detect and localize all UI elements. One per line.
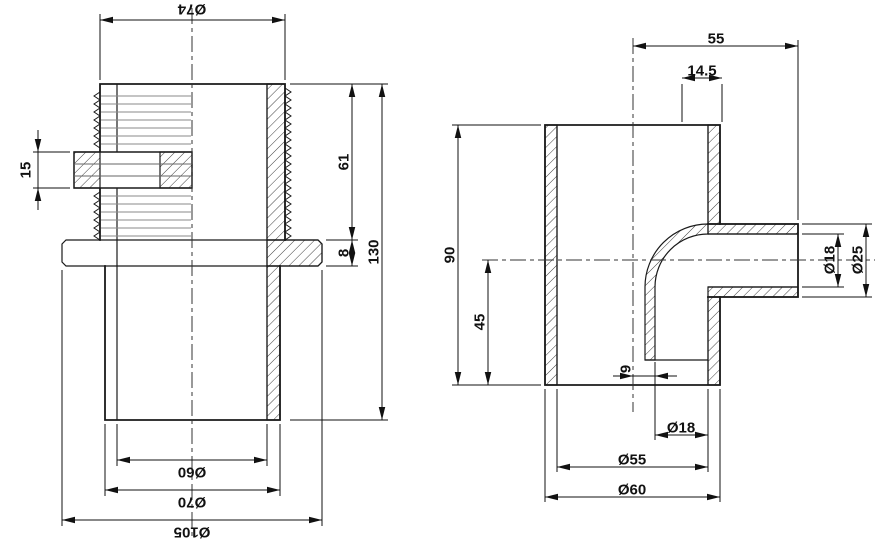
right-part-geometry bbox=[544, 124, 799, 386]
left-flange-section bbox=[266, 239, 323, 267]
right-wall-left bbox=[544, 124, 558, 386]
dim-label-spigot-od: Ø25 bbox=[850, 246, 867, 274]
ext-lines-left bbox=[452, 124, 541, 386]
left-part-view: Ø74 15 61 8 130 Ø60 Ø70 Ø105 bbox=[18, 1, 388, 541]
dim-label-thread-length: 61 bbox=[336, 154, 353, 171]
dim-label-flange-thickness: 8 bbox=[336, 249, 353, 257]
dim-label-overall-height: 130 bbox=[366, 239, 383, 264]
locknut-facet-lines bbox=[74, 163, 192, 177]
locknut-section-right bbox=[159, 151, 193, 189]
thread-teeth-left-lower bbox=[93, 191, 101, 241]
left-wall-section-lower bbox=[266, 265, 281, 421]
ext-lines-right bbox=[290, 83, 388, 421]
internal-elbow bbox=[644, 223, 709, 361]
dim-label-top-offset: 14.5 bbox=[687, 63, 716, 80]
ext-lines-spigot-od bbox=[802, 223, 872, 298]
ext-lines-top-offset bbox=[681, 84, 723, 122]
spigot-wall-bottom bbox=[707, 286, 799, 298]
spigot-wall-top bbox=[707, 223, 799, 235]
left-part-dimensions bbox=[33, 14, 388, 526]
dim-label-overall-height: 90 bbox=[442, 247, 459, 264]
dim-label-pipe-od: Ø70 bbox=[178, 494, 206, 511]
dim-label-outlet-center-height: 45 bbox=[472, 314, 489, 331]
left-bore-lines bbox=[116, 84, 268, 420]
dim-label-bore: Ø60 bbox=[178, 464, 206, 481]
spigot-bore-lines bbox=[708, 233, 798, 288]
dim-label-inner-dia: Ø55 bbox=[618, 452, 646, 469]
ext-lines-bottom bbox=[544, 389, 721, 502]
dim-label-top-od: Ø74 bbox=[177, 1, 206, 18]
right-part-dimensions bbox=[452, 40, 872, 502]
dim-label-outer-dia: Ø60 bbox=[618, 482, 646, 499]
dim-label-spigot-bore: Ø18 bbox=[822, 246, 839, 274]
thread-surface-lines bbox=[101, 95, 191, 237]
thread-teeth-right bbox=[284, 87, 292, 241]
dim-label-nut-height: 15 bbox=[18, 162, 35, 179]
left-wall-section-upper bbox=[266, 83, 286, 241]
ext-lines-top-od bbox=[99, 14, 286, 80]
locknut-section-left bbox=[73, 151, 101, 189]
right-part-view: 55 14.5 90 45 Ø18 Ø25 9 Ø18 Ø55 Ø60 bbox=[442, 31, 875, 502]
dim-label-bottom-bore: Ø18 bbox=[667, 420, 695, 437]
right-wall-right-upper bbox=[707, 124, 721, 225]
ext-lines-bottom bbox=[61, 270, 323, 526]
dim-label-tube-offset: 9 bbox=[618, 365, 635, 373]
ext-lines-nut-height bbox=[33, 151, 70, 189]
thread-teeth-left-upper bbox=[93, 91, 101, 149]
dim-label-flange-od: Ø105 bbox=[174, 524, 211, 541]
left-part-geometry bbox=[61, 83, 323, 421]
left-flange-outline bbox=[61, 239, 323, 267]
dim-label-outlet-span: 55 bbox=[708, 31, 725, 48]
right-wall-right-lower bbox=[707, 296, 721, 386]
right-inner-lines bbox=[556, 125, 709, 385]
